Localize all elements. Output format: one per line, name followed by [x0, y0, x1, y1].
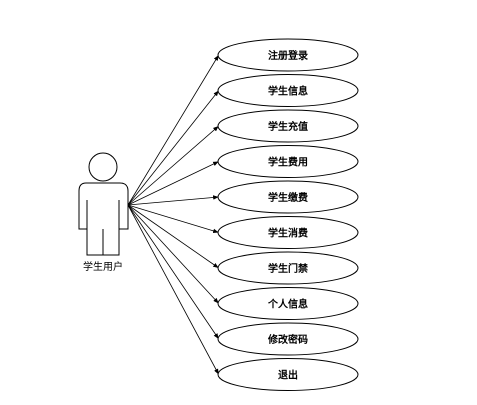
association-lines [127, 54, 220, 375]
use-case-logout: 退出 [217, 358, 359, 391]
use-case-ellipse [217, 180, 359, 214]
use-case-ellipse [217, 287, 359, 320]
use-case-ellipse [217, 74, 359, 107]
association-line-personal-info [127, 204, 219, 304]
use-case-label: 个人信息 [267, 298, 308, 311]
use-case-student-access: 学生门禁 [217, 251, 359, 285]
use-case-student-info: 学生信息 [217, 74, 359, 107]
use-case-student-recharge: 学生充值 [217, 109, 359, 143]
use-case-ellipse [217, 38, 359, 72]
actor: 学生用户 [78, 152, 129, 273]
use-case-student-fees: 学生费用 [217, 145, 359, 178]
actor-label: 学生用户 [83, 260, 123, 273]
use-case-ellipse [217, 251, 359, 285]
association-line-student-access [127, 204, 219, 269]
association-line-logout [127, 204, 220, 375]
use-case-label: 学生费用 [268, 156, 308, 169]
use-case-ellipse [217, 145, 359, 178]
use-case-register-login: 注册登录 [217, 38, 359, 72]
use-case-ellipse [217, 358, 359, 391]
association-line-student-info [127, 90, 220, 206]
use-case-ellipse [217, 109, 359, 143]
use-case-change-password: 修改密码 [217, 322, 359, 356]
use-case-label: 学生充值 [268, 120, 308, 133]
use-case-label: 学生缴费 [268, 191, 308, 204]
association-line-student-fees [127, 161, 219, 206]
association-line-register-login [127, 54, 220, 206]
use-case-label: 学生消费 [268, 227, 308, 240]
actor-body [78, 182, 129, 256]
use-case-label: 修改密码 [267, 333, 308, 346]
use-case-student-payment: 学生缴费 [217, 180, 359, 214]
use-case-label: 退出 [278, 369, 298, 382]
use-case-ellipse [217, 216, 359, 249]
association-line-student-consumption [127, 204, 219, 234]
association-line-student-recharge [127, 125, 219, 206]
use-case-ellipse [217, 322, 359, 356]
use-case-student-consumption: 学生消费 [217, 216, 359, 249]
association-line-student-payment [127, 195, 219, 206]
association-line-change-password [127, 204, 220, 340]
use-case-label: 学生信息 [268, 85, 308, 98]
actor-head [88, 152, 118, 182]
use-case-label: 学生门禁 [268, 262, 308, 275]
use-case-personal-info: 个人信息 [217, 287, 359, 320]
use-case-label: 注册登录 [268, 49, 308, 62]
